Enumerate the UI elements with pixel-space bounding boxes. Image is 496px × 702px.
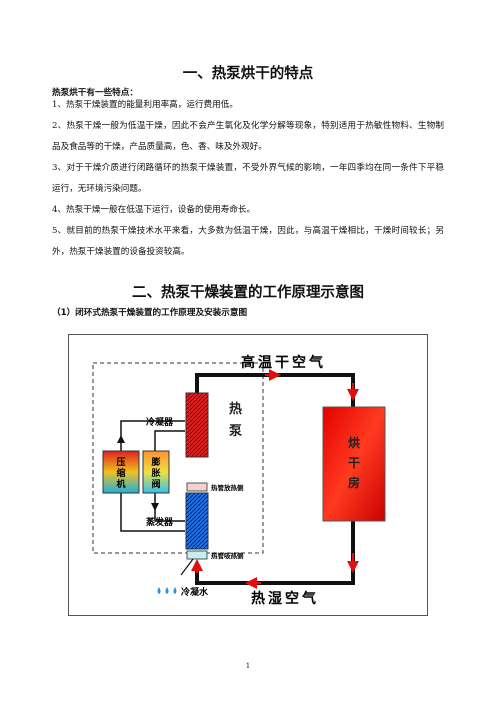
svg-text:烘: 烘 bbox=[348, 435, 360, 450]
heat-pump-label: 热 bbox=[229, 401, 242, 417]
svg-text:干: 干 bbox=[348, 456, 360, 470]
svg-text:房: 房 bbox=[348, 475, 360, 490]
evaporator bbox=[185, 492, 209, 550]
condenser bbox=[185, 392, 209, 458]
svg-text:胀: 胀 bbox=[151, 468, 160, 479]
figure-caption: （1）闭环式热泵干燥装置的工作原理及安装示意图 bbox=[52, 308, 248, 318]
svg-text:阀: 阀 bbox=[151, 478, 160, 490]
evaporator-label: 蒸发器 bbox=[146, 516, 174, 528]
section1-title: 一、热泵烘干的特点 bbox=[182, 66, 314, 82]
list-item: 2、热泵干燥一般为低温干燥，因此不会产生氧化及化学分解等现象，特别适用于热敏性物… bbox=[52, 121, 444, 152]
condenser-label: 冷凝器 bbox=[146, 416, 174, 428]
section1-subheading: 热泵烘干有一些特点： bbox=[52, 88, 138, 98]
list-item: 3、对于干燥介质进行闭路循环的热泵干燥装置，不受外界气候的影响，一年四季均在同一… bbox=[52, 163, 444, 194]
heat-pump-label-2: 泵 bbox=[229, 424, 242, 439]
expansion-valve bbox=[142, 450, 170, 494]
heat-pump-char-1: 热 bbox=[229, 401, 242, 417]
drying-room bbox=[322, 406, 386, 522]
heat-pump-boundary bbox=[92, 362, 264, 554]
list-item: 4、热泵干燥一般在低温下运行，设备的使用寿命长。 bbox=[52, 205, 256, 215]
svg-text:缩: 缩 bbox=[116, 467, 125, 479]
svg-text:压: 压 bbox=[116, 457, 125, 468]
page-number: 1 bbox=[245, 662, 251, 670]
svg-text:机: 机 bbox=[116, 478, 125, 490]
list-item: 1、热泵干燥装置的能量利用率高，运行费用低。 bbox=[52, 100, 238, 110]
diagram-svg: 冷凝器 热 泵 压 缩 机 膨 胀 阀 热管放热侧 蒸发器 热管吸热侧 bbox=[92, 354, 386, 607]
hot-air-label: 高温干空气 bbox=[241, 354, 326, 371]
water-drops-icon bbox=[157, 587, 177, 594]
condensate-label: 冷凝水 bbox=[181, 586, 209, 598]
svg-text:膨: 膨 bbox=[150, 456, 160, 468]
list-item: 5、就目前的热泵干燥技术水平来看，大多数为低温干燥，因此，与高温干燥相比，干燥时… bbox=[52, 226, 444, 257]
heat-pipe-absorb-label: 热管吸热侧 bbox=[211, 551, 244, 560]
compressor bbox=[102, 450, 140, 494]
heat-pipe-release bbox=[186, 482, 208, 492]
hot-air-duct bbox=[195, 373, 355, 407]
heat-pipe-absorb bbox=[186, 550, 208, 560]
heat-pipe-release-label: 热管放热侧 bbox=[211, 483, 244, 492]
wet-air-label: 热湿空气 bbox=[251, 590, 319, 607]
heat-pump-diagram: 冷凝器 热 泵 压 缩 机 膨 胀 阀 热管放热侧 蒸发器 热管吸热侧 bbox=[68, 334, 428, 616]
section2-title: 二、热泵干燥装置的工作原理示意图 bbox=[132, 285, 364, 301]
